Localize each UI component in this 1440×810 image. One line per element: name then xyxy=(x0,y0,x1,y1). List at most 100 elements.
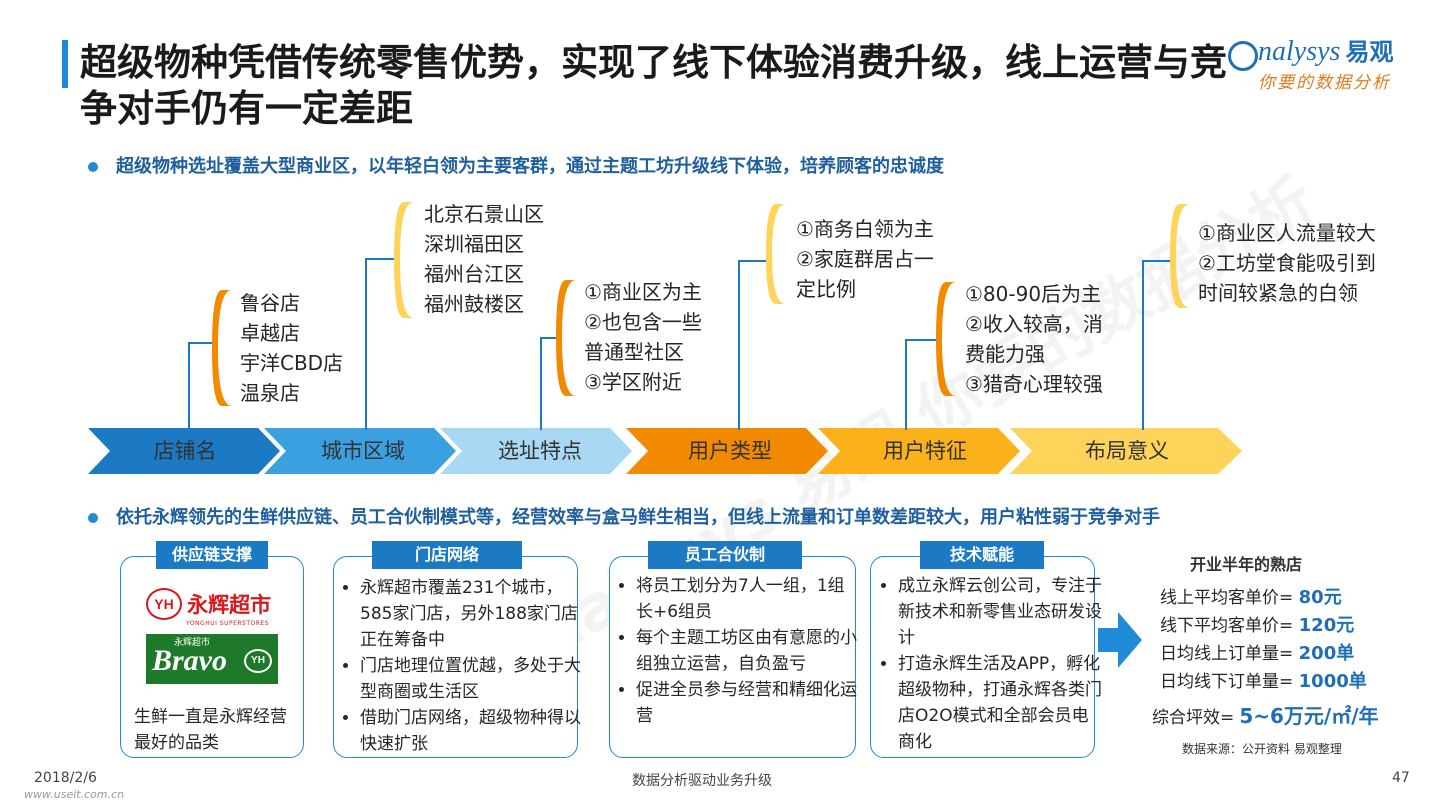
connector-site-v xyxy=(540,337,542,430)
card-store-list: 永辉超市覆盖231个城市，585家门店，另外188家门店正在筹备中 门店地理位置… xyxy=(338,575,584,757)
stats-summary: 综合坪效= 5~6万元/㎡/年 xyxy=(1152,700,1379,729)
logo-cn: 易观 xyxy=(1345,38,1394,66)
callout-line: ①商业区为主 xyxy=(584,280,702,304)
arrow-shape-6 xyxy=(1010,428,1242,474)
callout-line: ①商务白领为主 xyxy=(796,217,934,241)
card-tech-list: 成立永辉云创公司，专注于新技术和新零售业态研发设计 打造永辉生活及APP，孵化超… xyxy=(876,573,1104,755)
stats-list: 线上平均客单价= 80元 线下平均客单价= 120元 日均线上订单量= 200单… xyxy=(1160,584,1420,696)
logo-tagline: 你要的数据分析 xyxy=(1258,73,1391,93)
card-tech xyxy=(870,556,1095,758)
arrow-shape-2 xyxy=(264,428,456,474)
list-item: 成立永辉云创公司，专注于新技术和新零售业态研发设计 xyxy=(898,573,1104,651)
arrow-label-usertype: 用户类型 xyxy=(688,439,772,463)
bullet-1-text: 超级物种选址覆盖大型商业区，以年轻白领为主要客群，通过主题工坊升级线下体验，培养… xyxy=(116,156,944,177)
callout-line: 时间较紧急的白领 xyxy=(1198,281,1358,305)
logo-circle-icon xyxy=(1228,40,1258,71)
bravo-small-text: 永辉超市 xyxy=(174,638,211,648)
list-item: 促进全员参与经营和精细化运营 xyxy=(636,677,860,729)
bracket-usertype-icon xyxy=(766,204,786,304)
bullet-1: 超级物种选址覆盖大型商业区，以年轻白领为主要客群，通过主题工坊升级线下体验，培养… xyxy=(88,152,944,178)
card-partner xyxy=(609,556,856,758)
bullet-dot-icon xyxy=(88,162,98,172)
callout-stores: 鲁谷店 卓越店 宇洋CBD店 温泉店 xyxy=(240,288,343,408)
card-supply-tag: 供应链支撑 xyxy=(156,541,268,569)
callout-line: ②家庭群居占一 xyxy=(796,247,934,271)
connector-meaning-h xyxy=(1142,260,1172,262)
stat-value: 1000单 xyxy=(1298,671,1367,692)
stat-label: 线上平均客单价= xyxy=(1160,588,1294,608)
connector-site-h xyxy=(540,337,560,339)
connector-usertype-h xyxy=(738,260,768,262)
callout-line: 北京石景山区 xyxy=(424,202,544,226)
callout-line: 福州鼓楼区 xyxy=(424,292,524,316)
callout-line: ②收入较高，消 xyxy=(965,312,1103,336)
callout-line: ①商业区人流量较大 xyxy=(1198,221,1376,245)
card-partner-tag: 员工合伙制 xyxy=(648,541,802,569)
stat-label: 线下平均客单价= xyxy=(1160,616,1294,636)
card-store-tag: 门店网络 xyxy=(372,541,522,569)
callout-line: ③猎奇心理较强 xyxy=(965,372,1103,396)
stat-label: 日均线上订单量= xyxy=(1160,644,1294,664)
list-item: 门店地理位置优越，多处于大型商圈或生活区 xyxy=(360,653,584,705)
bracket-city-icon xyxy=(394,202,414,318)
card-partner-list: 将员工划分为7人一组，1组长+6组员 每个主题工坊区由有意愿的小组独立运营，自负… xyxy=(614,573,860,729)
title-accent-bar xyxy=(62,40,68,88)
stats-title: 开业半年的熟店 xyxy=(1190,555,1303,574)
connector-stores-v xyxy=(188,342,190,430)
callout-line: 福州台江区 xyxy=(424,262,524,286)
stat-value: 80元 xyxy=(1298,587,1342,608)
bravo-logo: 永辉超市 Bravo YH xyxy=(146,634,278,684)
arrow-label-userfeat: 用户特征 xyxy=(883,439,967,463)
callout-line: 费能力强 xyxy=(965,342,1045,366)
list-item: 每个主题工坊区由有意愿的小组独立运营，自负盈亏 xyxy=(636,625,860,677)
bullet-2: 依托永辉领先的生鲜供应链、员工合伙制模式等，经营效率与盒马鲜生相当，但线上流量和… xyxy=(88,503,1160,529)
arrow-label-stores: 店铺名 xyxy=(153,439,217,463)
footer-site: www.useit.com.cn xyxy=(24,788,125,801)
bravo-brand: Bravo xyxy=(152,644,227,677)
stat-value: 200单 xyxy=(1298,643,1355,664)
list-item: 借助门店网络，超级物种得以快速扩张 xyxy=(360,705,584,757)
arrow-shape-4 xyxy=(626,428,828,474)
callout-userfeat: ①80-90后为主 ②收入较高，消 费能力强 ③猎奇心理较强 xyxy=(965,279,1103,399)
callout-line: 普通型社区 xyxy=(584,340,684,364)
arrow-label-site: 选址特点 xyxy=(498,439,582,463)
callout-line: ②也包含一些 xyxy=(584,310,702,334)
arrow-shape-1 xyxy=(88,428,280,474)
connector-city-v xyxy=(365,258,367,430)
yonghui-brand: 永辉超市 xyxy=(187,593,272,617)
arrow-shape-5 xyxy=(818,428,1020,474)
data-source: 数据来源：公开资料 易观整理 xyxy=(1182,742,1342,756)
analysys-logo: nalysys 易观 你要的数据分析 xyxy=(1228,30,1418,94)
list-item: 将员工划分为7人一组，1组长+6组员 xyxy=(636,573,860,625)
callout-line: 卓越店 xyxy=(240,321,300,345)
stat-value: 120元 xyxy=(1298,615,1355,636)
callout-line: 温泉店 xyxy=(240,381,300,405)
connector-userfeat-v xyxy=(905,339,907,430)
card-supply-text: 生鲜一直是永辉经营最好的品类 xyxy=(134,707,287,753)
list-item: 永辉超市覆盖231个城市，585家门店，另外188家门店正在筹备中 xyxy=(360,575,584,653)
stat-row: 日均线上订单量= 200单 xyxy=(1160,640,1420,668)
callout-line: ②工坊堂食能吸引到 xyxy=(1198,251,1376,275)
stat-row: 线上平均客单价= 80元 xyxy=(1160,584,1420,612)
callout-site: ①商业区为主 ②也包含一些 普通型社区 ③学区附近 xyxy=(584,277,702,397)
card-store-network xyxy=(333,556,578,758)
connector-usertype-v xyxy=(738,260,740,430)
callout-line: ①80-90后为主 xyxy=(965,282,1102,306)
bullet-2-text: 依托永辉领先的生鲜供应链、员工合伙制模式等，经营效率与盒马鲜生相当，但线上流量和… xyxy=(116,507,1160,528)
callout-usertype: ①商务白领为主 ②家庭群居占一 定比例 xyxy=(796,214,934,304)
connector-meaning-v xyxy=(1142,260,1144,430)
bullet-dot-icon xyxy=(88,513,98,523)
callout-line: 深圳福田区 xyxy=(424,232,524,256)
page-number: 47 xyxy=(1392,770,1410,786)
bravo-yh-icon: YH xyxy=(244,649,272,673)
stat-label: 日均线下订单量= xyxy=(1160,672,1294,692)
footer-center: 数据分析驱动业务升级 xyxy=(632,773,772,789)
connector-city-h xyxy=(365,258,397,260)
logo-en: nalysys xyxy=(1258,36,1341,67)
callout-line: 鲁谷店 xyxy=(240,291,300,315)
summary-label: 综合坪效= xyxy=(1152,708,1235,728)
connector-stores-h xyxy=(188,342,214,344)
bracket-stores-icon xyxy=(212,290,232,406)
arrow-label-meaning: 布局意义 xyxy=(1085,439,1169,463)
yonghui-logo: YH 永辉超市 YONGHUI SUPERSTORES xyxy=(146,588,276,628)
